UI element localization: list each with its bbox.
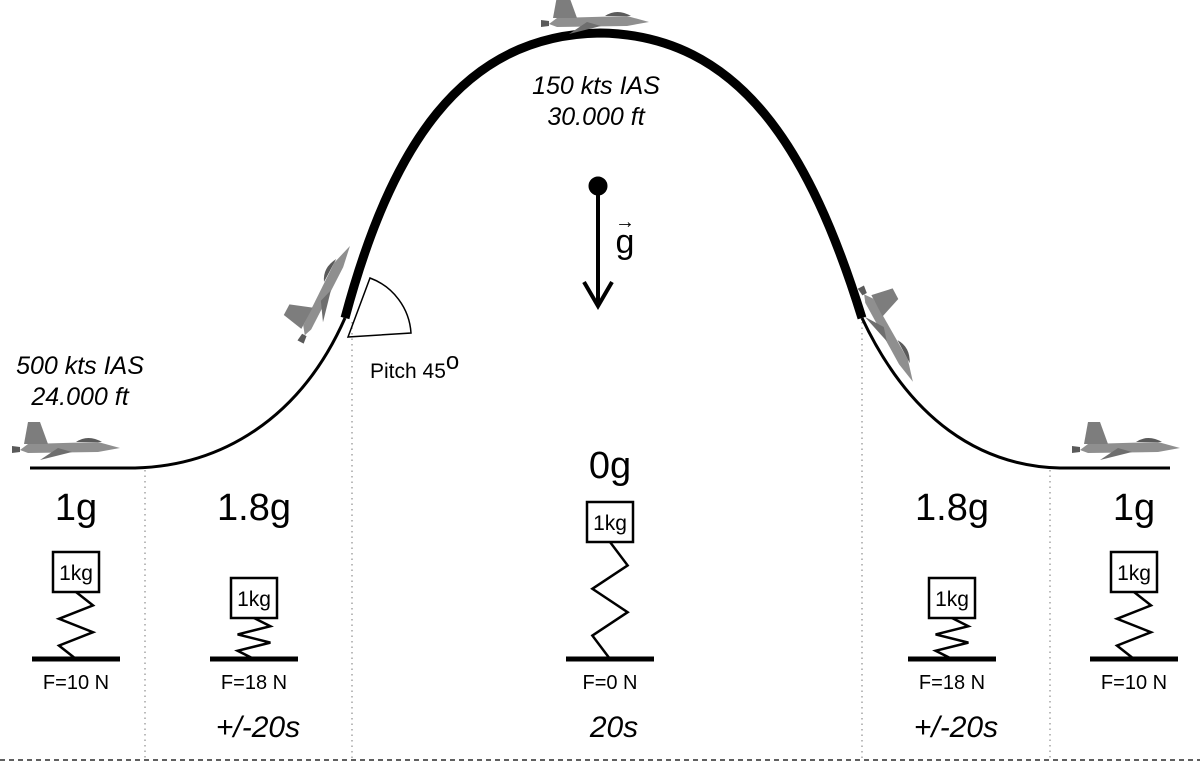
mass-label: 1kg	[59, 562, 93, 585]
mass-label: 1kg	[593, 512, 627, 535]
spring-icon	[932, 616, 972, 661]
gravity-arrow-mark: →	[615, 211, 635, 233]
force-label: F=18 N	[221, 672, 287, 694]
spring-icon	[55, 591, 97, 660]
force-label: F=0 N	[582, 672, 637, 694]
gravity-head	[582, 280, 614, 310]
mass-label: 1kg	[237, 588, 271, 611]
duration-label: +/-20s	[216, 711, 300, 744]
jet-icon	[12, 422, 120, 460]
duration-label: 20s	[589, 711, 638, 744]
g-level-label: 0g	[589, 445, 631, 487]
flight-path-parabola	[340, 28, 867, 320]
top-alt-label: 30.000 ft	[547, 103, 645, 131]
mass-label: 1kg	[935, 588, 969, 611]
flight-path-entry	[30, 317, 347, 470]
gravity-arrow-icon	[582, 176, 614, 310]
g-level-label: 1.8g	[915, 487, 989, 529]
pitch-text: Pitch 45	[370, 360, 446, 383]
top-speed-label: 150 kts IAS	[532, 72, 660, 100]
flight-path	[30, 28, 1170, 470]
force-label: F=10 N	[1101, 672, 1167, 694]
spring-icon	[1113, 591, 1155, 660]
jet-icon	[1072, 422, 1180, 460]
pitch-degree: o	[446, 348, 459, 375]
jet-icon	[276, 233, 361, 347]
phase-separators	[144, 322, 1051, 758]
spring-icon	[234, 616, 274, 661]
g-level-label: 1g	[55, 487, 97, 529]
g-level-label: 1.8g	[217, 487, 291, 529]
spring-icon	[590, 541, 630, 660]
duration-label: +/-20s	[914, 711, 998, 744]
angle-arc-icon	[346, 277, 412, 338]
mass-label: 1kg	[1117, 562, 1151, 585]
force-label: F=10 N	[43, 672, 109, 694]
entry-speed-label: 500 kts IAS	[16, 352, 144, 380]
jet-icon	[851, 274, 936, 388]
pitch-label: Pitch 45o	[370, 348, 459, 383]
mass-icon	[585, 500, 635, 544]
flight-path-exit	[860, 317, 1170, 470]
gravity-label: g	[616, 223, 635, 261]
g-level-label: 1g	[1113, 487, 1155, 529]
force-label: F=18 N	[919, 672, 985, 694]
entry-alt-label: 24.000 ft	[30, 383, 129, 411]
